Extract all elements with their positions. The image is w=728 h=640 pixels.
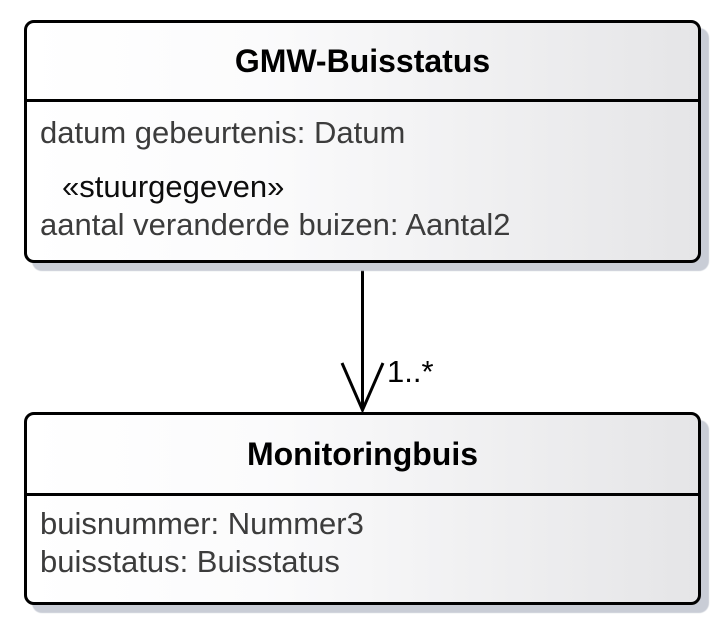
attribute: datum gebeurtenis: Datum <box>40 115 406 150</box>
class-box-monitoringbuis[interactable]: Monitoringbuis buisnummer: Nummer3 buiss… <box>24 412 701 605</box>
attribute: buisnummer: Nummer3 <box>40 506 364 541</box>
attribute-group-gap <box>40 152 688 168</box>
attribute-stereotype: «stuurgegeven» <box>62 169 285 204</box>
attribute: buisstatus: Buisstatus <box>40 544 340 579</box>
attributes-compartment: buisnummer: Nummer3 buisstatus: Buisstat… <box>27 496 698 581</box>
attributes-compartment: datum gebeurtenis: Datum «stuurgegeven» … <box>27 102 698 244</box>
class-title: Monitoringbuis <box>27 415 698 496</box>
attribute: aantal veranderde buizen: Aantal2 <box>40 207 511 242</box>
open-arrowhead-icon <box>340 362 385 414</box>
multiplicity-label: 1..* <box>387 354 434 389</box>
class-title: GMW-Buisstatus <box>27 23 698 102</box>
class-box-gmw-buisstatus[interactable]: GMW-Buisstatus datum gebeurtenis: Datum … <box>24 20 701 263</box>
